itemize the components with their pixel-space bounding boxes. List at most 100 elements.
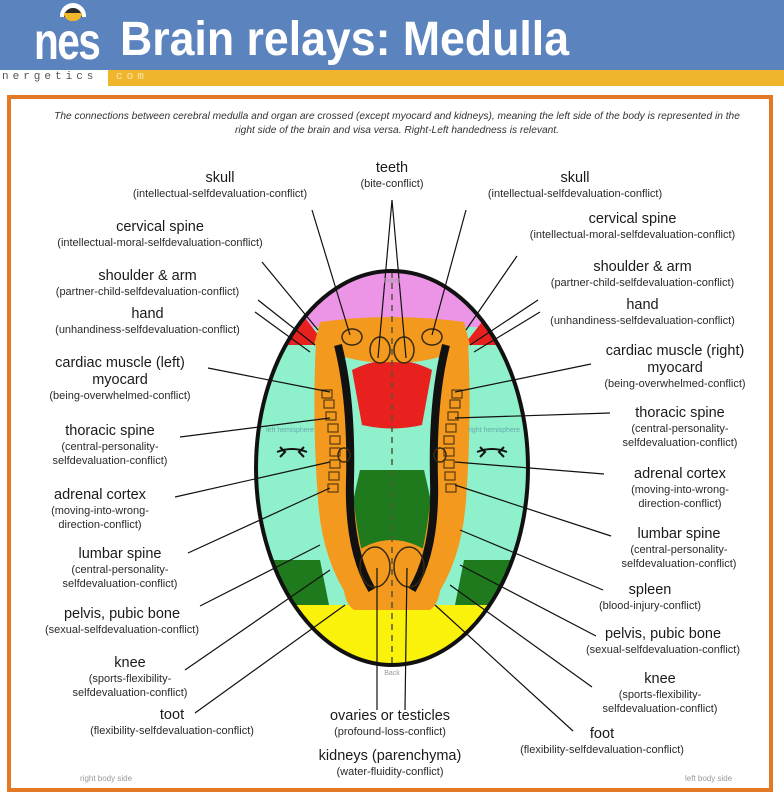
label-kidneys: kidneys (parenchyma) (water-fluidity-con… xyxy=(290,748,490,779)
vertebrae-left xyxy=(321,389,341,493)
label-left-cardiac-muscle: cardiac muscle (left) myocard (being-ove… xyxy=(20,355,220,403)
label-conflict: (partner-child-selfdevaluation-conflict) xyxy=(55,286,240,298)
label-name: thoracic spine xyxy=(65,423,155,439)
header-banner xyxy=(0,0,784,70)
label-right-lumbar-spine: lumbar spine (central-personality- selfd… xyxy=(594,526,764,571)
label-conflict-2: selfdevaluation-conflict) xyxy=(621,558,737,570)
label-name: knee xyxy=(114,655,146,671)
label-conflict: (being-overwhelmed-conflict) xyxy=(49,390,191,402)
subbar-right-text: com xyxy=(116,71,148,83)
subbar-left: nergetics xyxy=(0,70,108,86)
label-conflict-2: direction-conflict) xyxy=(638,498,722,510)
label-conflict: (profound-loss-conflict) xyxy=(334,726,446,738)
label-conflict: (partner-child-selfdevaluation-conflict) xyxy=(550,277,735,289)
label-name: pelvis, pubic bone xyxy=(604,626,722,642)
label-conflict: (central-personality- xyxy=(71,564,169,576)
label-conflict-2: selfdevaluation-conflict) xyxy=(72,687,188,699)
left-hemisphere-label: left hemisphere xyxy=(266,427,314,434)
label-conflict-2: selfdevaluation-conflict) xyxy=(622,437,738,449)
label-name: toot xyxy=(159,707,185,723)
label-name: ovaries or testicles xyxy=(329,708,451,724)
label-name: teeth xyxy=(375,160,409,176)
label-left-thoracic-spine: thoracic spine (central-personality- sel… xyxy=(30,423,190,468)
back-marker: Back xyxy=(384,670,400,677)
label-right-thoracic-spine: thoracic spine (central-personality- sel… xyxy=(600,405,760,450)
left-hemisphere-mark xyxy=(276,446,308,458)
right-hemisphere-label: right hemisphere xyxy=(468,427,520,434)
footer-left-body-side: left body side xyxy=(685,774,733,783)
label-conflict: (intellectual-selfdevaluation-conflict) xyxy=(487,188,663,200)
label-right-hand: hand (unhandiness-selfdevaluation-confli… xyxy=(515,297,770,328)
label-conflict: (bite-conflict) xyxy=(360,178,424,190)
label-name: cervical spine xyxy=(588,211,677,227)
subbar-accent: com xyxy=(108,70,784,86)
logo-face-icon xyxy=(64,13,82,21)
label-conflict: (sexual-selfdevaluation-conflict) xyxy=(585,644,741,656)
label-conflict: (unhandiness-selfdevaluation-conflict) xyxy=(550,315,735,327)
label-name: skull xyxy=(560,170,590,186)
label-right-cardiac-muscle: cardiac muscle (right) myocard (being-ov… xyxy=(580,343,770,391)
label-name: spleen xyxy=(628,582,672,598)
logo-head-icon xyxy=(64,8,82,17)
label-name: cardiac muscle (left) xyxy=(55,355,185,371)
label-conflict: (unhandiness-selfdevaluation-conflict) xyxy=(55,324,240,336)
vertebrae-right xyxy=(443,389,463,493)
label-name: lumbar spine xyxy=(637,526,721,542)
label-conflict: (moving-into-wrong- xyxy=(631,484,729,496)
label-conflict-2: direction-conflict) xyxy=(58,519,142,531)
footer-right-body-side: right body side xyxy=(80,774,133,783)
label-name: hand xyxy=(131,306,164,322)
ventricle-right xyxy=(408,344,450,593)
label-name: cardiac muscle (right) xyxy=(605,343,745,359)
label-name-2: myocard xyxy=(647,360,703,376)
label-name: kidneys (parenchyma) xyxy=(318,748,462,764)
label-conflict: (blood-injury-conflict) xyxy=(598,600,702,612)
label-name: foot xyxy=(589,726,615,742)
label-name: cervical spine xyxy=(116,219,204,235)
label-conflict: (flexibility-selfdevaluation-conflict) xyxy=(90,725,254,737)
leader-lines xyxy=(174,199,612,732)
label-conflict-2: selfdevaluation-conflict) xyxy=(62,578,178,590)
label-name: knee xyxy=(644,671,676,687)
label-right-cervical-spine: cervical spine (intellectual-moral-selfd… xyxy=(495,211,770,242)
label-name: skull xyxy=(205,170,235,186)
label-conflict-2: selfdevaluation-conflict) xyxy=(52,455,168,467)
label-name: lumbar spine xyxy=(78,546,162,562)
right-hemisphere-mark xyxy=(476,446,508,458)
label-name: hand xyxy=(626,297,659,313)
label-conflict: (moving-into-wrong- xyxy=(51,505,149,517)
intro-text: The connections between cerebral medulla… xyxy=(54,111,740,136)
label-left-adrenal-cortex: adrenal cortex (moving-into-wrong- direc… xyxy=(20,487,180,532)
label-conflict: (sports-flexibility- xyxy=(618,689,702,701)
label-right-shoulder-arm: shoulder & arm (partner-child-selfdevalu… xyxy=(515,259,770,290)
label-name: adrenal cortex xyxy=(634,466,726,482)
label-left-cervical-spine: cervical spine (intellectual-moral-selfd… xyxy=(25,219,295,250)
label-name: shoulder & arm xyxy=(98,268,197,284)
label-conflict: (sports-flexibility- xyxy=(88,673,172,685)
label-conflict: (central-personality- xyxy=(61,441,159,453)
page-title: Brain relays: Medulla xyxy=(120,13,570,66)
label-conflict: (water-fluidity-conflict) xyxy=(336,766,444,778)
ventricle-left xyxy=(334,344,376,593)
label-right-knee: knee (sports-flexibility- selfdevaluatio… xyxy=(580,671,740,716)
label-teeth: teeth (bite-conflict) xyxy=(332,160,452,191)
label-left-knee: knee (sports-flexibility- selfdevaluatio… xyxy=(50,655,210,700)
label-right-spleen: spleen (blood-injury-conflict) xyxy=(575,582,725,613)
label-left-hand: hand (unhandiness-selfdevaluation-confli… xyxy=(20,306,275,337)
label-name: shoulder & arm xyxy=(593,259,692,275)
label-right-foot: foot (flexibility-selfdevaluation-confli… xyxy=(492,726,712,757)
label-conflict: (intellectual-moral-selfdevaluation-conf… xyxy=(57,237,263,249)
label-conflict: (central-personality- xyxy=(630,544,728,556)
label-ovaries-testicles: ovaries or testicles (profound-loss-conf… xyxy=(300,708,480,739)
label-left-pelvis: pelvis, pubic bone (sexual-selfdevaluati… xyxy=(22,606,222,637)
label-conflict: (intellectual-moral-selfdevaluation-conf… xyxy=(529,229,736,241)
label-name: adrenal cortex xyxy=(54,487,146,503)
subbar-left-text: nergetics xyxy=(2,71,98,83)
label-conflict: (central-personality- xyxy=(631,423,729,435)
label-conflict: (flexibility-selfdevaluation-conflict) xyxy=(520,744,684,756)
label-left-lumbar-spine: lumbar spine (central-personality- selfd… xyxy=(40,546,200,591)
label-left-skull: skull (intellectual-selfdevaluation-conf… xyxy=(95,170,345,201)
label-conflict: (intellectual-selfdevaluation-conflict) xyxy=(132,188,308,200)
label-conflict-2: selfdevaluation-conflict) xyxy=(602,703,718,715)
label-conflict: (sexual-selfdevaluation-conflict) xyxy=(44,624,200,636)
